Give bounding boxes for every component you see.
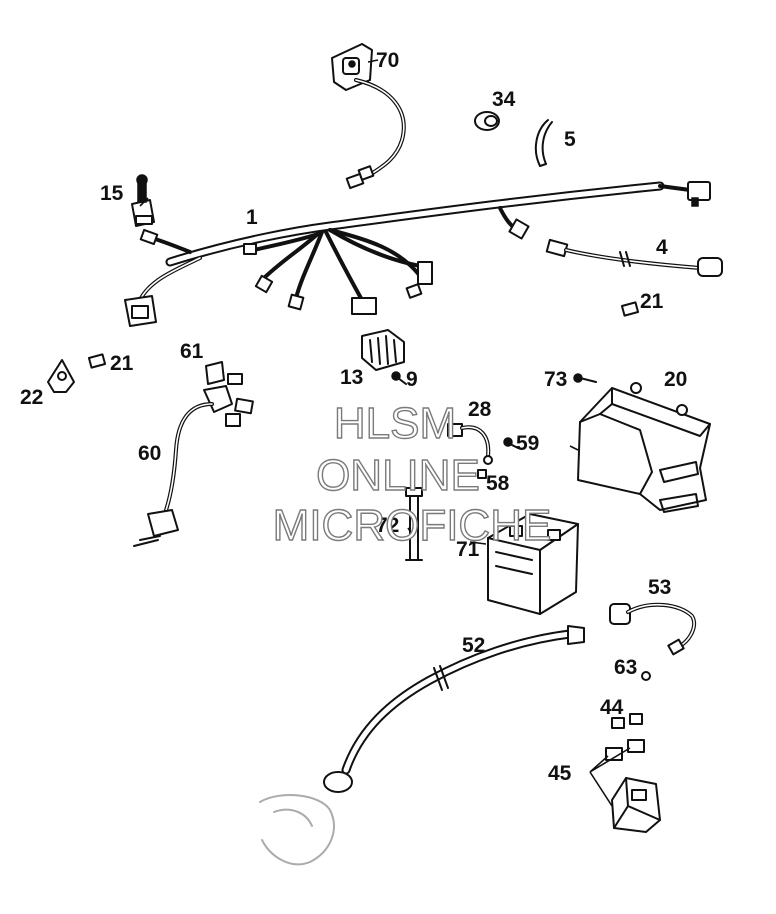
part-61-cap bbox=[205, 361, 225, 385]
part-53-cable bbox=[609, 602, 697, 656]
callout-22: 22 bbox=[20, 386, 43, 409]
callout-52: 52 bbox=[462, 634, 485, 657]
part-21-clip-left bbox=[87, 353, 107, 369]
watermark-line-1: HLSM bbox=[334, 399, 456, 448]
callout-34: 34 bbox=[492, 88, 516, 111]
callout-15: 15 bbox=[100, 182, 124, 205]
callout-4: 4 bbox=[656, 236, 668, 259]
callout-63: 63 bbox=[614, 656, 637, 679]
callout-labels: 70 34 5 15 1 4 21 61 21 13 9 73 20 22 28… bbox=[20, 49, 687, 785]
part-72-strap bbox=[405, 487, 423, 561]
callout-60: 60 bbox=[138, 442, 161, 465]
part-1-wiring-harness bbox=[124, 181, 711, 327]
callout-21-right: 21 bbox=[640, 290, 664, 313]
part-28-battery-lead bbox=[447, 423, 493, 465]
part-70-sensor bbox=[331, 43, 406, 190]
part-34-grommet bbox=[474, 111, 500, 131]
callout-21-left: 21 bbox=[110, 352, 134, 375]
callout-13: 13 bbox=[340, 366, 363, 389]
part-71-battery bbox=[487, 513, 579, 615]
callout-1: 1 bbox=[246, 206, 258, 229]
part-9-screw bbox=[391, 371, 407, 385]
callout-61: 61 bbox=[180, 340, 204, 363]
part-22-bracket bbox=[47, 359, 75, 393]
part-59-screw bbox=[503, 437, 519, 449]
part-13-regulator bbox=[361, 329, 405, 371]
part-20-battery-box bbox=[577, 382, 711, 513]
callout-58: 58 bbox=[486, 472, 510, 495]
watermark-line-2: ONLINE bbox=[316, 451, 480, 500]
part-44-fuses bbox=[611, 713, 643, 729]
part-60-coil-lead bbox=[133, 373, 254, 547]
part-15-switch bbox=[131, 174, 155, 227]
callout-44: 44 bbox=[600, 696, 624, 719]
callout-9: 9 bbox=[406, 368, 418, 391]
callout-59: 59 bbox=[516, 432, 539, 455]
callout-70: 70 bbox=[376, 49, 399, 72]
part-63-screw bbox=[641, 671, 651, 681]
part-73-bolt bbox=[573, 373, 597, 383]
callout-45: 45 bbox=[548, 762, 572, 785]
callout-72: 72 bbox=[376, 514, 399, 537]
callout-53: 53 bbox=[648, 576, 671, 599]
part-21-clip-right bbox=[620, 301, 640, 317]
part-58-nut bbox=[477, 469, 487, 479]
part-52-cable bbox=[323, 625, 585, 793]
faded-part-sketch bbox=[259, 794, 335, 866]
leader-lines bbox=[139, 59, 631, 807]
watermark-line-3: MICROFICHE bbox=[273, 501, 552, 550]
callout-28: 28 bbox=[468, 398, 492, 421]
part-5-cable-tie bbox=[534, 119, 553, 167]
callout-5: 5 bbox=[564, 128, 576, 151]
watermark: HLSM ONLINE MICROFICHE bbox=[272, 398, 552, 550]
callout-73: 73 bbox=[544, 368, 567, 391]
callout-71: 71 bbox=[456, 538, 480, 561]
callout-20: 20 bbox=[664, 368, 687, 391]
part-45-starter-relay bbox=[605, 739, 661, 833]
part-4-wire-lead bbox=[545, 238, 723, 277]
